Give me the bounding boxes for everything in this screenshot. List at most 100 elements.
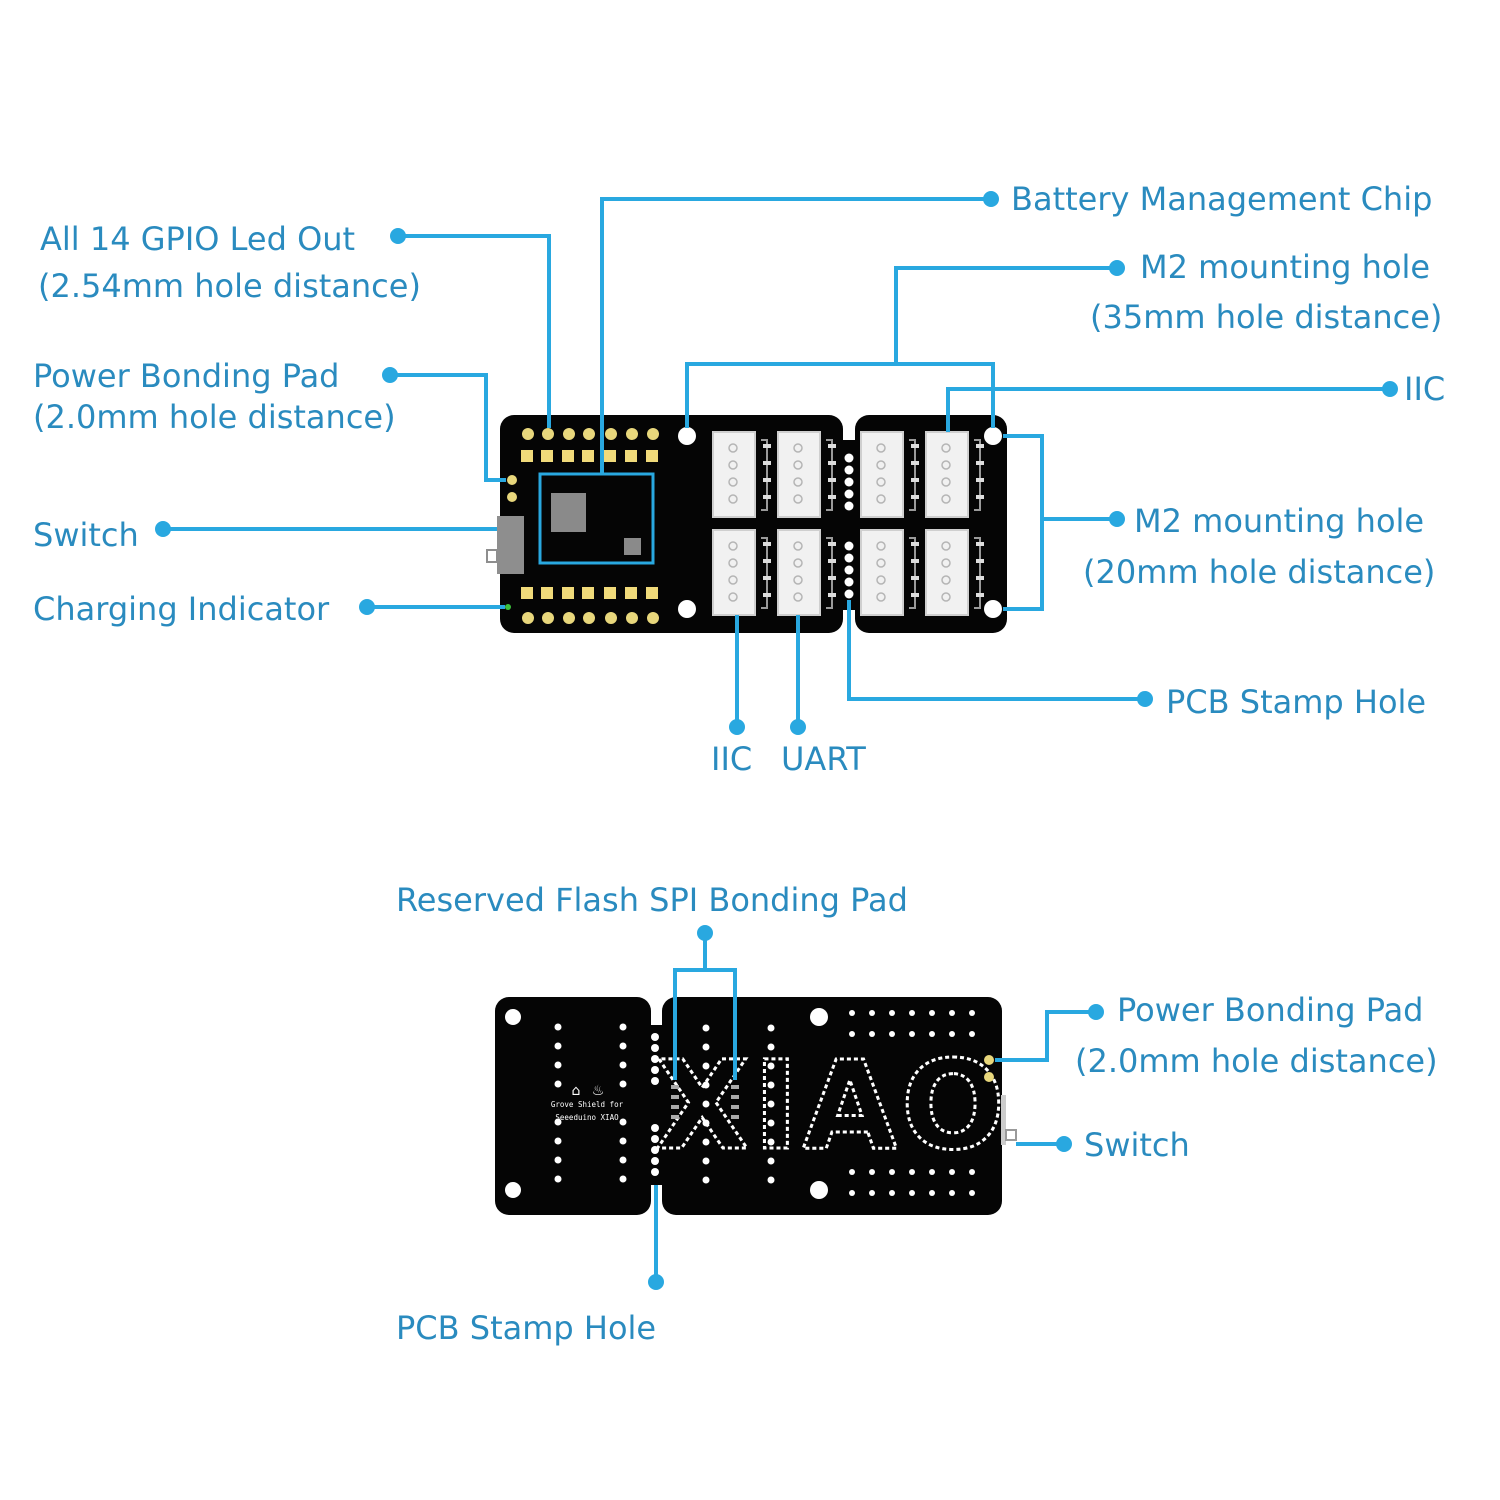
battery-management-chip-outline: [538, 472, 655, 565]
via: [929, 1010, 935, 1016]
power-bonding-pad-bottom: [984, 1055, 994, 1082]
bottom-leader-lines: [648, 925, 1104, 1290]
label-iic-bottom: IIC: [711, 740, 752, 778]
grove-pin-label: [911, 444, 919, 448]
grove-pin-label: [911, 593, 919, 597]
grove-pin: [941, 443, 951, 453]
stamp-hole: [651, 1055, 659, 1063]
m2-mounting-hole: [810, 1181, 828, 1199]
grove-pin: [941, 477, 951, 487]
bottom-board-main-section: [662, 997, 1002, 1215]
stamp-hole: [651, 1044, 659, 1052]
label-m2-mounting-hole-35: M2 mounting hole: [1140, 248, 1430, 286]
via: [849, 1169, 855, 1175]
grove-pin-label: [763, 542, 771, 546]
label-uart: UART: [781, 740, 866, 778]
grove-pin: [941, 575, 951, 585]
m2-mounting-hole: [678, 600, 696, 618]
grove-pin-label: [763, 461, 771, 465]
grove-pin: [941, 541, 951, 551]
via: [889, 1169, 895, 1175]
grove-pin-label: [828, 495, 836, 499]
via: [702, 1043, 710, 1051]
via: [702, 1157, 710, 1165]
via: [702, 1062, 710, 1070]
grove-pin-label: [763, 593, 771, 597]
grove-connector: [712, 529, 771, 616]
grove-connector-latch: [974, 537, 981, 609]
grove-connector-latch: [909, 439, 916, 511]
label-gpio-led-out: All 14 GPIO Led Out: [40, 220, 355, 258]
via: [869, 1010, 875, 1016]
power-switch-bottom[interactable]: [1001, 1095, 1017, 1145]
grove-connector: [925, 431, 984, 518]
pcb-stamp-holes-top: [844, 453, 854, 599]
grove-pin-label: [828, 461, 836, 465]
grove-pin: [793, 494, 803, 504]
power-switch[interactable]: [486, 516, 524, 574]
grove-pin: [876, 558, 886, 568]
grove-pin: [793, 592, 803, 602]
via: [909, 1031, 915, 1037]
grove-connectors: [712, 431, 984, 616]
label-m2-35mm-distance: (35mm hole distance): [1090, 298, 1442, 336]
via: [554, 1175, 562, 1183]
via: [702, 1081, 710, 1089]
label-pcb-stamp-hole-top: PCB Stamp Hole: [1166, 683, 1426, 721]
charging-indicator-led: [505, 604, 511, 610]
stamp-hole: [651, 1146, 659, 1154]
top-board-bridge: [838, 440, 860, 610]
grove-pin: [728, 494, 738, 504]
via: [929, 1169, 935, 1175]
bottom-vias: [554, 1010, 975, 1196]
via: [702, 1119, 710, 1127]
via: [889, 1031, 895, 1037]
top-board: [486, 415, 1007, 633]
via: [619, 1080, 627, 1088]
m2-mounting-hole: [984, 600, 1002, 618]
grove-pin: [728, 477, 738, 487]
label-reserved-flash-spi-pad: Reserved Flash SPI Bonding Pad: [396, 881, 908, 919]
via: [619, 1061, 627, 1069]
via: [929, 1190, 935, 1196]
label-m2-mounting-hole-20: M2 mounting hole: [1134, 502, 1424, 540]
battery-management-chip: [551, 493, 586, 532]
label-power-bonding-pad-bottom: Power Bonding Pad: [1117, 991, 1423, 1029]
via: [619, 1023, 627, 1031]
via: [619, 1175, 627, 1183]
grove-pin-label: [911, 542, 919, 546]
grove-pin: [728, 443, 738, 453]
bottom-board: Grove Shield for Seeeduino XIAO ⌂ ♨ XIAO: [495, 997, 1017, 1215]
via: [929, 1031, 935, 1037]
grove-connector: [777, 529, 836, 616]
grove-pin: [728, 541, 738, 551]
via: [949, 1169, 955, 1175]
small-component: [624, 538, 641, 555]
stamp-hole: [651, 1033, 659, 1041]
via: [702, 1100, 710, 1108]
grove-connector: [712, 431, 771, 518]
grove-connector-latch: [826, 537, 833, 609]
grove-pin: [728, 558, 738, 568]
label-battery-management-chip: Battery Management Chip: [1011, 180, 1432, 218]
via: [909, 1169, 915, 1175]
grove-pin: [793, 460, 803, 470]
via: [949, 1010, 955, 1016]
via: [767, 1043, 775, 1051]
via: [949, 1190, 955, 1196]
via: [767, 1119, 775, 1127]
grove-pin: [876, 592, 886, 602]
via: [619, 1118, 627, 1126]
grove-pin-label: [911, 559, 919, 563]
via: [767, 1024, 775, 1032]
grove-pin: [941, 494, 951, 504]
via: [869, 1031, 875, 1037]
grove-pin: [941, 558, 951, 568]
via: [767, 1176, 775, 1184]
grove-connector-latch: [761, 537, 768, 609]
grove-pin-label: [976, 478, 984, 482]
stamp-hole: [651, 1066, 659, 1074]
gpio-header-bottom: [521, 587, 659, 624]
power-bonding-pad-top: [507, 475, 517, 502]
via: [767, 1157, 775, 1165]
